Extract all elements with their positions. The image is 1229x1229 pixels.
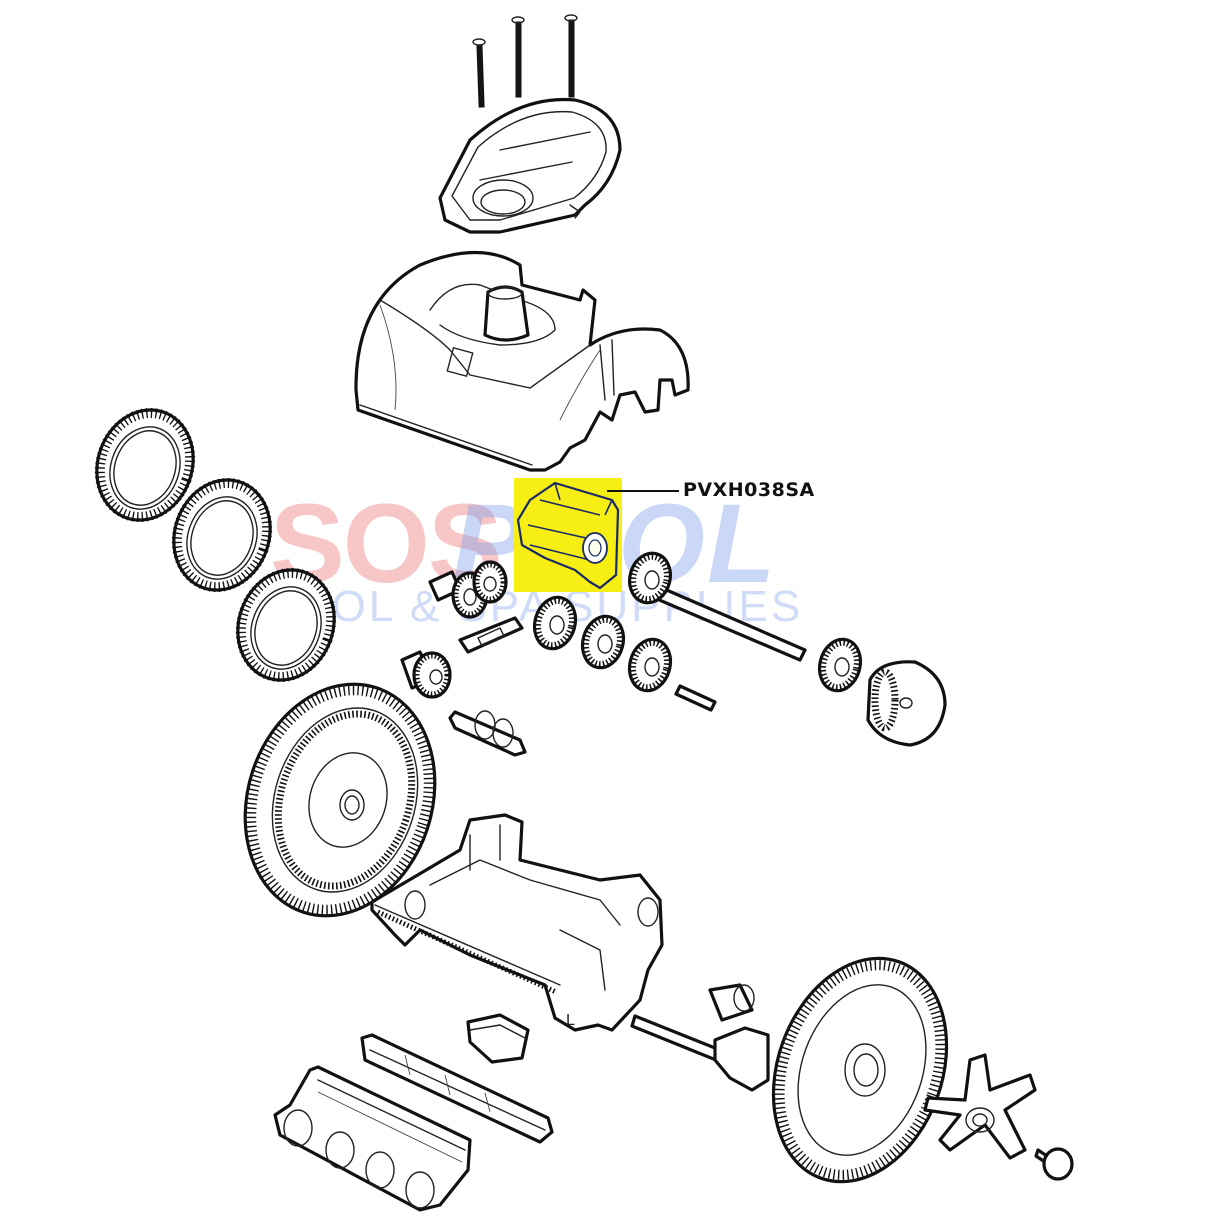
axle-gear-1	[628, 551, 807, 662]
tire-ring-2	[171, 477, 273, 593]
callout-leader-line	[607, 490, 679, 492]
drive-shaft	[448, 710, 527, 757]
gear-pair	[428, 560, 508, 619]
hubcap-star	[923, 1053, 1037, 1160]
skirt-strip-lower	[273, 1065, 472, 1212]
gear-d	[817, 637, 863, 693]
cam-disc	[866, 660, 947, 747]
small-block	[466, 1013, 530, 1064]
top-cover	[438, 97, 622, 234]
chassis: L	[370, 813, 664, 1032]
drive-wheel-left	[243, 682, 437, 918]
bushing	[708, 983, 755, 1022]
screw-2	[511, 16, 525, 98]
short-pin	[674, 684, 717, 712]
gear-a	[532, 595, 578, 651]
clip	[458, 616, 524, 654]
skirt-strip-upper	[360, 1033, 554, 1144]
gear-b	[580, 614, 626, 670]
gear-c	[627, 637, 673, 693]
drive-wheel-right	[771, 956, 949, 1184]
wheel-screw	[1034, 1147, 1074, 1181]
part-number-label: PVXH038SA	[683, 479, 815, 501]
tire-ring-1	[94, 407, 196, 523]
turbine-part-highlighted	[516, 481, 620, 590]
axle-bracket	[630, 1014, 770, 1092]
pinion-gear	[400, 650, 452, 699]
screw-1	[472, 38, 486, 108]
body-hood	[354, 251, 690, 472]
chassis-mark: L	[566, 1012, 575, 1029]
screw-3	[564, 14, 578, 98]
tire-ring-3	[235, 567, 337, 683]
